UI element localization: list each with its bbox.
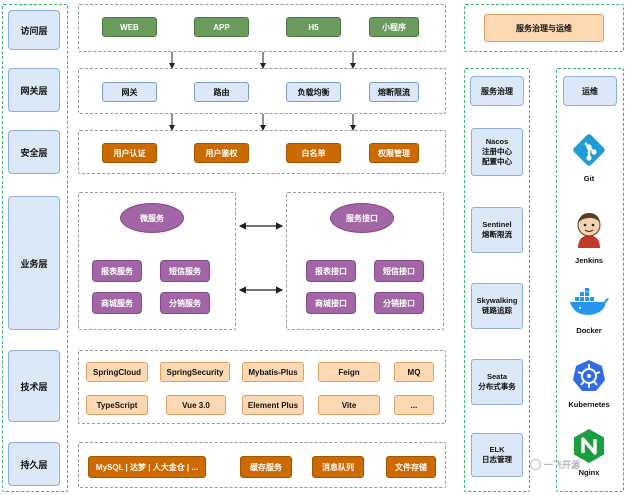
access-item-app: APP xyxy=(194,17,249,37)
layer-label-gateway: 网关层 xyxy=(8,68,60,112)
governance-title: 服务治理 xyxy=(470,76,524,106)
interface-report: 报表接口 xyxy=(306,260,356,282)
watermark-logo-icon xyxy=(530,459,541,470)
access-item-web: WEB xyxy=(102,17,157,37)
governance-nacos: Nacos 注册中心 配置中心 xyxy=(471,128,523,176)
interface-mall: 商城接口 xyxy=(306,292,356,314)
service-mall: 商城服务 xyxy=(92,292,142,314)
tech-vite: Vite xyxy=(318,395,380,415)
access-layer-frame xyxy=(78,4,446,52)
governance-sentinel-line1: Sentinel xyxy=(482,219,512,229)
ops-label-jenkins: Jenkins xyxy=(575,256,603,265)
governance-column xyxy=(464,68,530,492)
governance-nacos-line2: 注册中心 xyxy=(482,146,512,156)
persistence-message-queue: 消息队列 xyxy=(312,456,364,478)
governance-nacos-line3: 配置中心 xyxy=(482,157,512,167)
gateway-item-load-balance: 负载均衡 xyxy=(286,82,341,102)
access-item-miniprogram: 小程序 xyxy=(369,17,419,37)
tech-typescript: TypeScript xyxy=(86,395,148,415)
governance-elk-line1: ELK xyxy=(489,444,505,454)
governance-seata-line2: 分布式事务 xyxy=(478,382,516,391)
layer-label-persistence: 持久层 xyxy=(8,442,60,486)
security-item-whitelist: 白名单 xyxy=(286,143,341,163)
ops-title: 运维 xyxy=(563,76,617,106)
interface-distribution: 分销接口 xyxy=(374,292,424,314)
watermark-text: 一飞开源 xyxy=(544,460,581,470)
git-icon xyxy=(573,134,605,166)
security-item-authz: 用户鉴权 xyxy=(194,143,249,163)
jenkins-icon xyxy=(577,213,601,248)
governance-seata: Seata 分布式事务 xyxy=(471,359,523,405)
security-layer-frame xyxy=(78,130,446,174)
watermark: 一飞开源 xyxy=(530,458,580,471)
persistence-layer-frame xyxy=(78,442,446,488)
governance-skywalking-line1: Skywalking xyxy=(476,295,518,305)
business-microservice-frame xyxy=(78,192,236,330)
interface-title: 服务接口 xyxy=(330,203,394,233)
tech-mybatis-plus: Mybatis-Plus xyxy=(242,362,304,382)
governance-sentinel: Sentinel 熔断限流 xyxy=(471,207,523,253)
ops-label-docker: Docker xyxy=(576,326,602,335)
layer-label-security: 安全层 xyxy=(8,130,60,174)
access-item-h5: H5 xyxy=(286,17,341,37)
kubernetes-icon xyxy=(573,360,605,391)
persistence-cache: 缓存服务 xyxy=(240,456,292,478)
microservice-title: 微服务 xyxy=(120,203,184,233)
service-distribution: 分销服务 xyxy=(160,292,210,314)
layer-label-access: 访问层 xyxy=(8,10,60,50)
ops-label-nginx: Nginx xyxy=(578,468,600,477)
governance-skywalking: Skywalking 链路追踪 xyxy=(471,283,523,329)
tech-feign: Feign xyxy=(318,362,380,382)
tech-more: ... xyxy=(394,395,434,415)
governance-sentinel-line2: 熔断限流 xyxy=(482,230,512,239)
governance-nacos-line1: Nacos xyxy=(485,136,509,146)
security-item-auth: 用户认证 xyxy=(102,143,157,163)
side-title-frame xyxy=(464,4,624,52)
governance-elk: ELK 日志管理 xyxy=(471,433,523,477)
tech-layer-frame xyxy=(78,350,446,424)
layer-label-tech: 技术层 xyxy=(8,350,60,422)
tech-springcloud: SpringCloud xyxy=(86,362,148,382)
tech-springsecurity: SpringSecurity xyxy=(160,362,230,382)
docker-icon xyxy=(570,288,609,315)
gateway-item-routing: 路由 xyxy=(194,82,249,102)
side-title: 服务治理与运维 xyxy=(484,14,604,42)
interface-sms: 短信接口 xyxy=(374,260,424,282)
nginx-icon xyxy=(574,429,604,463)
tech-mq: MQ xyxy=(394,362,434,382)
layer-label-business: 业务层 xyxy=(8,196,60,330)
governance-seata-line1: Seata xyxy=(486,371,507,381)
service-sms: 短信服务 xyxy=(160,260,210,282)
layer-column xyxy=(2,4,68,492)
ops-label-git: Git xyxy=(583,174,595,183)
security-item-permission: 权限管理 xyxy=(369,143,419,163)
ops-label-kubernetes: Kubernetes xyxy=(568,400,610,409)
gateway-layer-frame xyxy=(78,68,446,114)
persistence-database: MySQL | 达梦 | 人大金仓 | ... xyxy=(88,456,206,478)
business-interface-frame xyxy=(286,192,444,330)
persistence-file-storage: 文件存储 xyxy=(386,456,436,478)
governance-elk-line2: 日志管理 xyxy=(482,455,512,464)
gateway-item-gateway: 网关 xyxy=(102,82,157,102)
ops-column xyxy=(556,68,624,492)
tech-element-plus: Element Plus xyxy=(242,395,304,415)
governance-skywalking-line2: 链路追踪 xyxy=(482,306,512,315)
tech-vue: Vue 3.0 xyxy=(166,395,226,415)
gateway-item-circuit-breaker: 熔断限流 xyxy=(369,82,419,102)
service-report: 报表服务 xyxy=(92,260,142,282)
